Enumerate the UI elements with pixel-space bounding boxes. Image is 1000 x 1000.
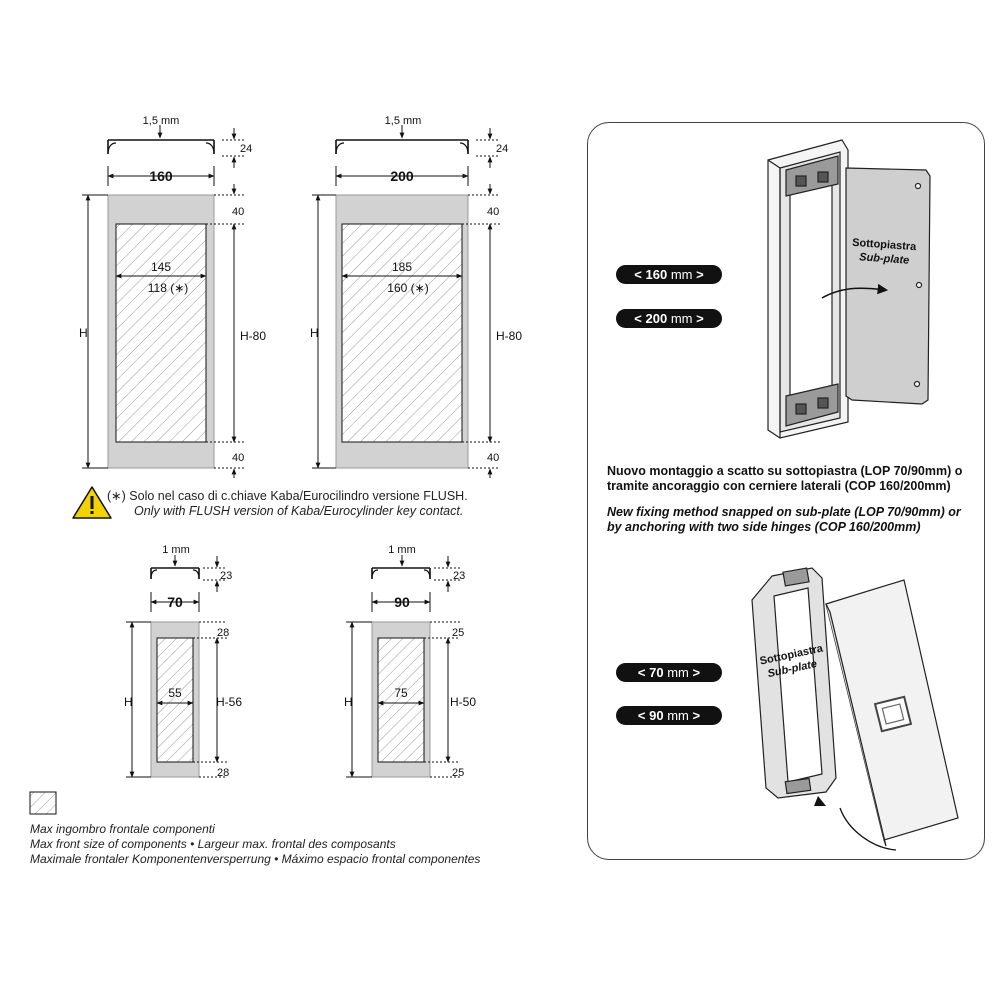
tol-label-160: 1,5 mm bbox=[143, 115, 180, 127]
width-label-70: 70 bbox=[167, 594, 183, 610]
inner-height-label-200: H-80 bbox=[496, 329, 522, 343]
warning-marker: (∗) bbox=[107, 489, 126, 503]
margin-top-label-200: 40 bbox=[487, 206, 499, 218]
inner-label-160: 145 bbox=[151, 260, 171, 274]
gap-label-200: 24 bbox=[496, 143, 508, 155]
legend-line-1: Max ingombro frontale componenti bbox=[30, 822, 215, 836]
height-label-200: H bbox=[310, 326, 319, 340]
margin-bottom-label-70: 28 bbox=[217, 767, 229, 779]
warning-text-en: Only with FLUSH version of Kaba/Eurocyli… bbox=[134, 504, 464, 518]
pill-160: < 160 mm > bbox=[616, 265, 722, 284]
inner-height-label-70: H-56 bbox=[216, 695, 242, 709]
inner-height-label-90: H-50 bbox=[450, 695, 476, 709]
subplate-label-en-top: Sub-plate bbox=[859, 251, 910, 266]
legend-line-2: Max front size of components • Largeur m… bbox=[30, 837, 396, 851]
gap-label-70: 23 bbox=[220, 570, 232, 582]
drawing-70 bbox=[126, 555, 227, 778]
margin-bottom-label-200: 40 bbox=[487, 452, 499, 464]
tol-label-70: 1 mm bbox=[162, 544, 190, 556]
warning-note-it: (∗) Solo nel caso di c.chiave Kaba/Euroc… bbox=[107, 489, 468, 504]
warning-text-it: Solo nel caso di c.chiave Kaba/Eurocilin… bbox=[129, 489, 468, 503]
inner-flush-label-160: 118 (∗) bbox=[148, 281, 189, 295]
pill-70: < 70 mm > bbox=[616, 663, 722, 682]
width-label-200: 200 bbox=[390, 168, 414, 184]
inner-height-label-160: H-80 bbox=[240, 329, 266, 343]
height-label-160: H bbox=[79, 326, 88, 340]
width-label-90: 90 bbox=[394, 594, 410, 610]
margin-top-label-70: 28 bbox=[217, 627, 229, 639]
pill-90: < 90 mm > bbox=[616, 706, 722, 725]
margin-top-label-160: 40 bbox=[232, 206, 244, 218]
inner-label-200: 185 bbox=[392, 260, 412, 274]
margin-top-label-90: 25 bbox=[452, 627, 464, 639]
pill-200: < 200 mm > bbox=[616, 309, 722, 328]
gap-label-90: 23 bbox=[453, 570, 465, 582]
snap-mount-illustration bbox=[751, 567, 959, 851]
height-label-70: H bbox=[124, 695, 133, 709]
drawing-160 bbox=[82, 125, 244, 478]
margin-bottom-label-90: 25 bbox=[452, 767, 464, 779]
tol-label-90: 1 mm bbox=[388, 544, 416, 556]
legend-line-3: Maximale frontaler Komponentenversperrun… bbox=[30, 852, 481, 866]
warning-icon bbox=[72, 486, 112, 519]
legend-swatch bbox=[29, 791, 57, 815]
tol-label-200: 1,5 mm bbox=[385, 115, 422, 127]
inner-label-90: 75 bbox=[394, 686, 408, 700]
hinge-mount-illustration bbox=[767, 139, 931, 439]
inner-flush-label-200: 160 (∗) bbox=[387, 281, 428, 295]
mounting-description-it: Nuovo montaggio a scatto su sottopiastra… bbox=[607, 464, 963, 493]
width-label-160: 160 bbox=[149, 168, 173, 184]
inner-label-70: 55 bbox=[168, 686, 182, 700]
height-label-90: H bbox=[344, 695, 353, 709]
gap-label-160: 24 bbox=[240, 143, 252, 155]
mounting-description-en: New fixing method snapped on sub-plate (… bbox=[607, 505, 961, 534]
margin-bottom-label-160: 40 bbox=[232, 452, 244, 464]
subplate-label-it-top: Sottopiastra bbox=[852, 237, 918, 254]
drawing-90 bbox=[346, 555, 460, 778]
drawing-200 bbox=[312, 125, 500, 478]
